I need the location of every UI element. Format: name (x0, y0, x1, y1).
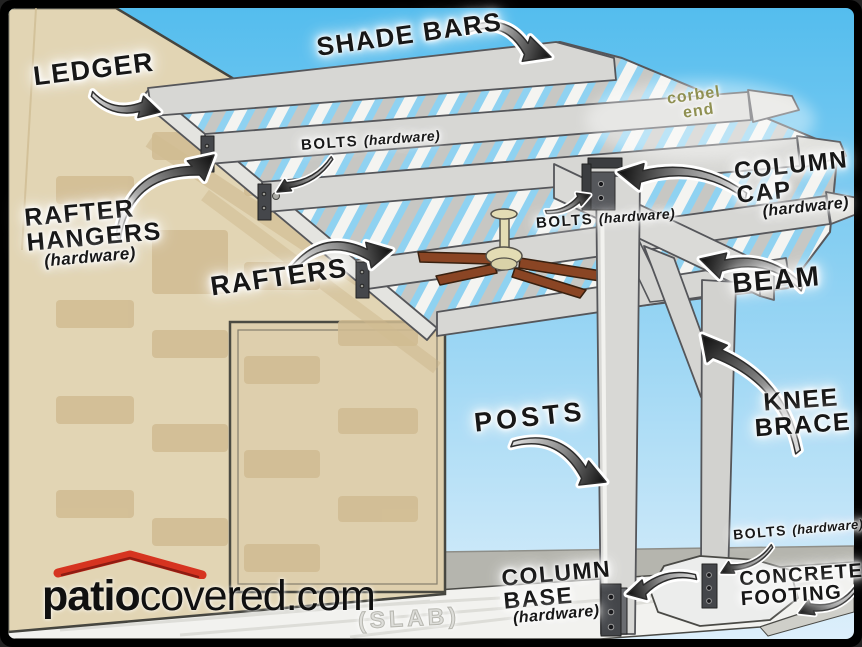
corbel-end (825, 191, 854, 225)
label-column-cap: COLUMN CAP (hardware) (732, 146, 850, 221)
ceiling-fan (417, 208, 609, 299)
arrow-ledger (90, 90, 161, 119)
label-concrete-footing: CONCRETE FOOTING (738, 559, 862, 610)
arrow-bolts-bottom (720, 543, 774, 574)
arrow-bolts-mid (544, 192, 591, 215)
arrow-bolts-top (276, 155, 334, 193)
arrow-rafters (288, 241, 393, 276)
arrow-knee-brace (701, 334, 802, 455)
site-logo: patiocovered.com (42, 572, 376, 620)
arrow-posts (510, 437, 607, 486)
corbel-end (796, 135, 847, 169)
label-beam: BEAM (730, 260, 822, 299)
label-rafter-hangers: RAFTER HANGERS (hardware) (23, 194, 163, 271)
pergola-frame (553, 157, 799, 637)
arrow-shade-bars (466, 21, 552, 63)
logo-roof-icon (53, 550, 207, 579)
callout-arrows (87, 18, 854, 618)
arrow-concrete-footing (798, 585, 854, 616)
footing-bolts-bracket (701, 563, 718, 609)
arrow-column-cap (617, 162, 748, 200)
column-base-bracket (600, 583, 628, 637)
arrow-column-base (626, 571, 698, 601)
column-cap-bracket (581, 157, 623, 211)
label-knee-brace: KNEE BRACE (753, 383, 852, 442)
arrow-beam (699, 252, 804, 292)
post-highlight (600, 181, 608, 629)
label-column-base: COLUMN BASE (hardware) (500, 555, 613, 628)
arrow-rafter-hangers (115, 154, 215, 242)
corbel-glow (585, 80, 815, 160)
